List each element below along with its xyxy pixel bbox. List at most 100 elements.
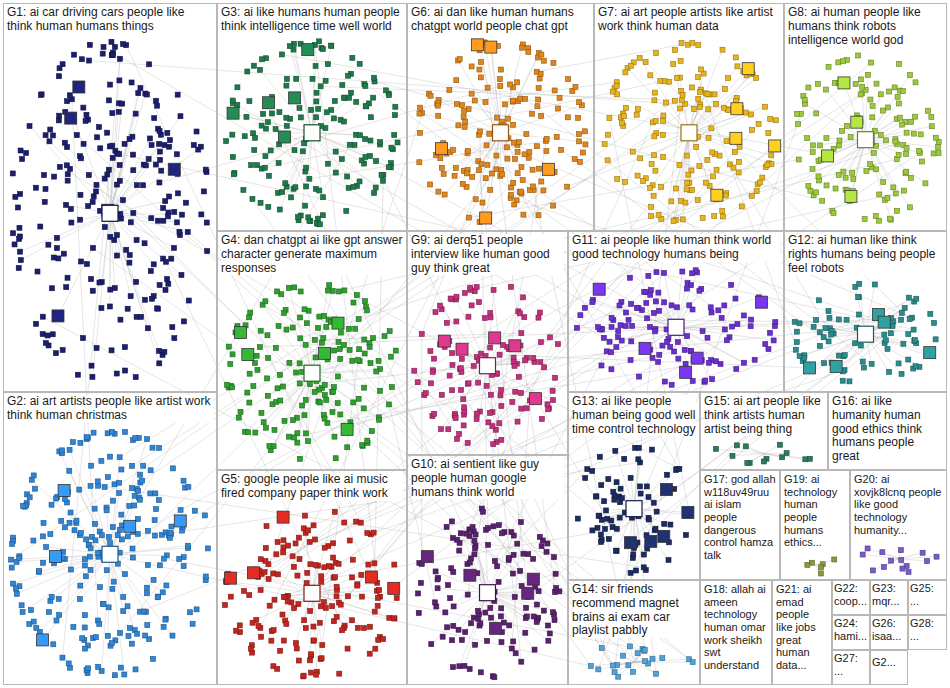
vertex-icon [893, 191, 898, 196]
vertex-icon [150, 445, 155, 450]
vertex-icon [363, 137, 368, 142]
vertex-icon [43, 133, 48, 138]
vertex-icon [518, 189, 523, 194]
vertex-icon [463, 119, 468, 124]
vertex-icon [263, 154, 268, 159]
vertex-icon [167, 194, 172, 199]
vertex-icon [112, 238, 117, 243]
vertex-icon [330, 288, 335, 293]
vertex-icon [102, 225, 107, 230]
vertex-icon [917, 148, 922, 153]
vertex-icon [661, 154, 666, 159]
vertex-icon [712, 92, 717, 97]
vertex-icon [101, 601, 106, 606]
group-link [486, 530, 488, 593]
intergroup-link [380, 320, 751, 597]
vertex-icon [796, 121, 801, 126]
vertex-icon [142, 297, 147, 302]
vertex-icon [74, 518, 79, 523]
vertex-icon [302, 141, 307, 146]
vertex-icon [31, 538, 36, 543]
vertex-icon [9, 565, 14, 570]
vertex-icon [714, 167, 719, 172]
vertex-icon [21, 503, 26, 508]
vertex-icon [120, 101, 125, 106]
vertex-icon [877, 192, 882, 197]
vertex-icon [140, 478, 145, 483]
vertex-icon [17, 225, 22, 230]
vertex-icon [911, 131, 916, 136]
vertex-icon [298, 115, 303, 120]
vertex-icon [851, 177, 856, 182]
vertex-icon [34, 321, 39, 326]
vertex-icon [360, 443, 365, 448]
vertex-icon [694, 144, 699, 149]
vertex-icon [133, 375, 138, 380]
vertex-icon [110, 586, 115, 591]
vertex-icon [97, 280, 102, 285]
vertex-icon [90, 374, 95, 379]
vertex-icon [607, 116, 612, 121]
vertex-icon [152, 533, 157, 538]
vertex-icon [297, 361, 302, 366]
vertex-icon [254, 163, 259, 168]
vertex-icon [663, 100, 668, 105]
vertex-icon [765, 162, 770, 167]
vertex-icon [843, 175, 848, 180]
group-link [866, 334, 927, 355]
group-link [312, 133, 391, 163]
vertex-icon [86, 204, 91, 209]
intergroup-link [389, 404, 436, 606]
vertex-icon [810, 150, 815, 155]
vertex-icon [330, 390, 335, 395]
vertex-icon [660, 132, 665, 137]
vertex-icon [54, 246, 59, 251]
hub-icon [480, 212, 492, 224]
vertex-icon [38, 224, 43, 229]
vertex-icon [163, 287, 168, 292]
group-link [461, 533, 488, 592]
vertex-icon [386, 93, 391, 98]
vertex-icon [153, 162, 158, 167]
vertex-icon [118, 211, 123, 216]
group-link [866, 126, 932, 139]
vertex-icon [678, 106, 683, 111]
vertex-icon [674, 186, 679, 191]
vertex-icon [27, 124, 32, 129]
vertex-icon [720, 47, 725, 52]
group-link [281, 294, 312, 373]
vertex-icon [340, 83, 345, 88]
vertex-icon [466, 215, 471, 220]
vertex-icon [31, 473, 36, 478]
vertex-icon [354, 99, 359, 104]
vertex-icon [436, 189, 441, 194]
vertex-icon [512, 202, 517, 207]
vertex-icon [238, 409, 243, 414]
vertex-icon [658, 78, 663, 83]
vertex-icon [373, 185, 378, 190]
vertex-icon [186, 298, 191, 303]
vertex-icon [60, 348, 65, 353]
vertex-icon [117, 455, 122, 460]
vertex-icon [643, 59, 648, 64]
vertex-icon [265, 393, 270, 398]
vertex-icon [64, 202, 69, 207]
vertex-icon [149, 143, 154, 148]
vertex-icon [530, 167, 535, 172]
vertex-icon [869, 60, 874, 65]
hub-icon [845, 190, 857, 202]
vertex-icon [672, 98, 677, 103]
group-link [291, 133, 312, 198]
vertex-icon [96, 664, 101, 669]
vertex-icon [164, 259, 169, 264]
vertex-icon [452, 173, 457, 178]
group-link [312, 512, 335, 593]
vertex-icon [314, 99, 319, 104]
vertex-icon [713, 101, 718, 106]
vertex-icon [325, 161, 330, 166]
vertex-icon [138, 85, 143, 90]
vertex-icon [885, 195, 890, 200]
group-link [501, 58, 538, 133]
vertex-icon [235, 102, 240, 107]
vertex-icon [320, 47, 325, 52]
